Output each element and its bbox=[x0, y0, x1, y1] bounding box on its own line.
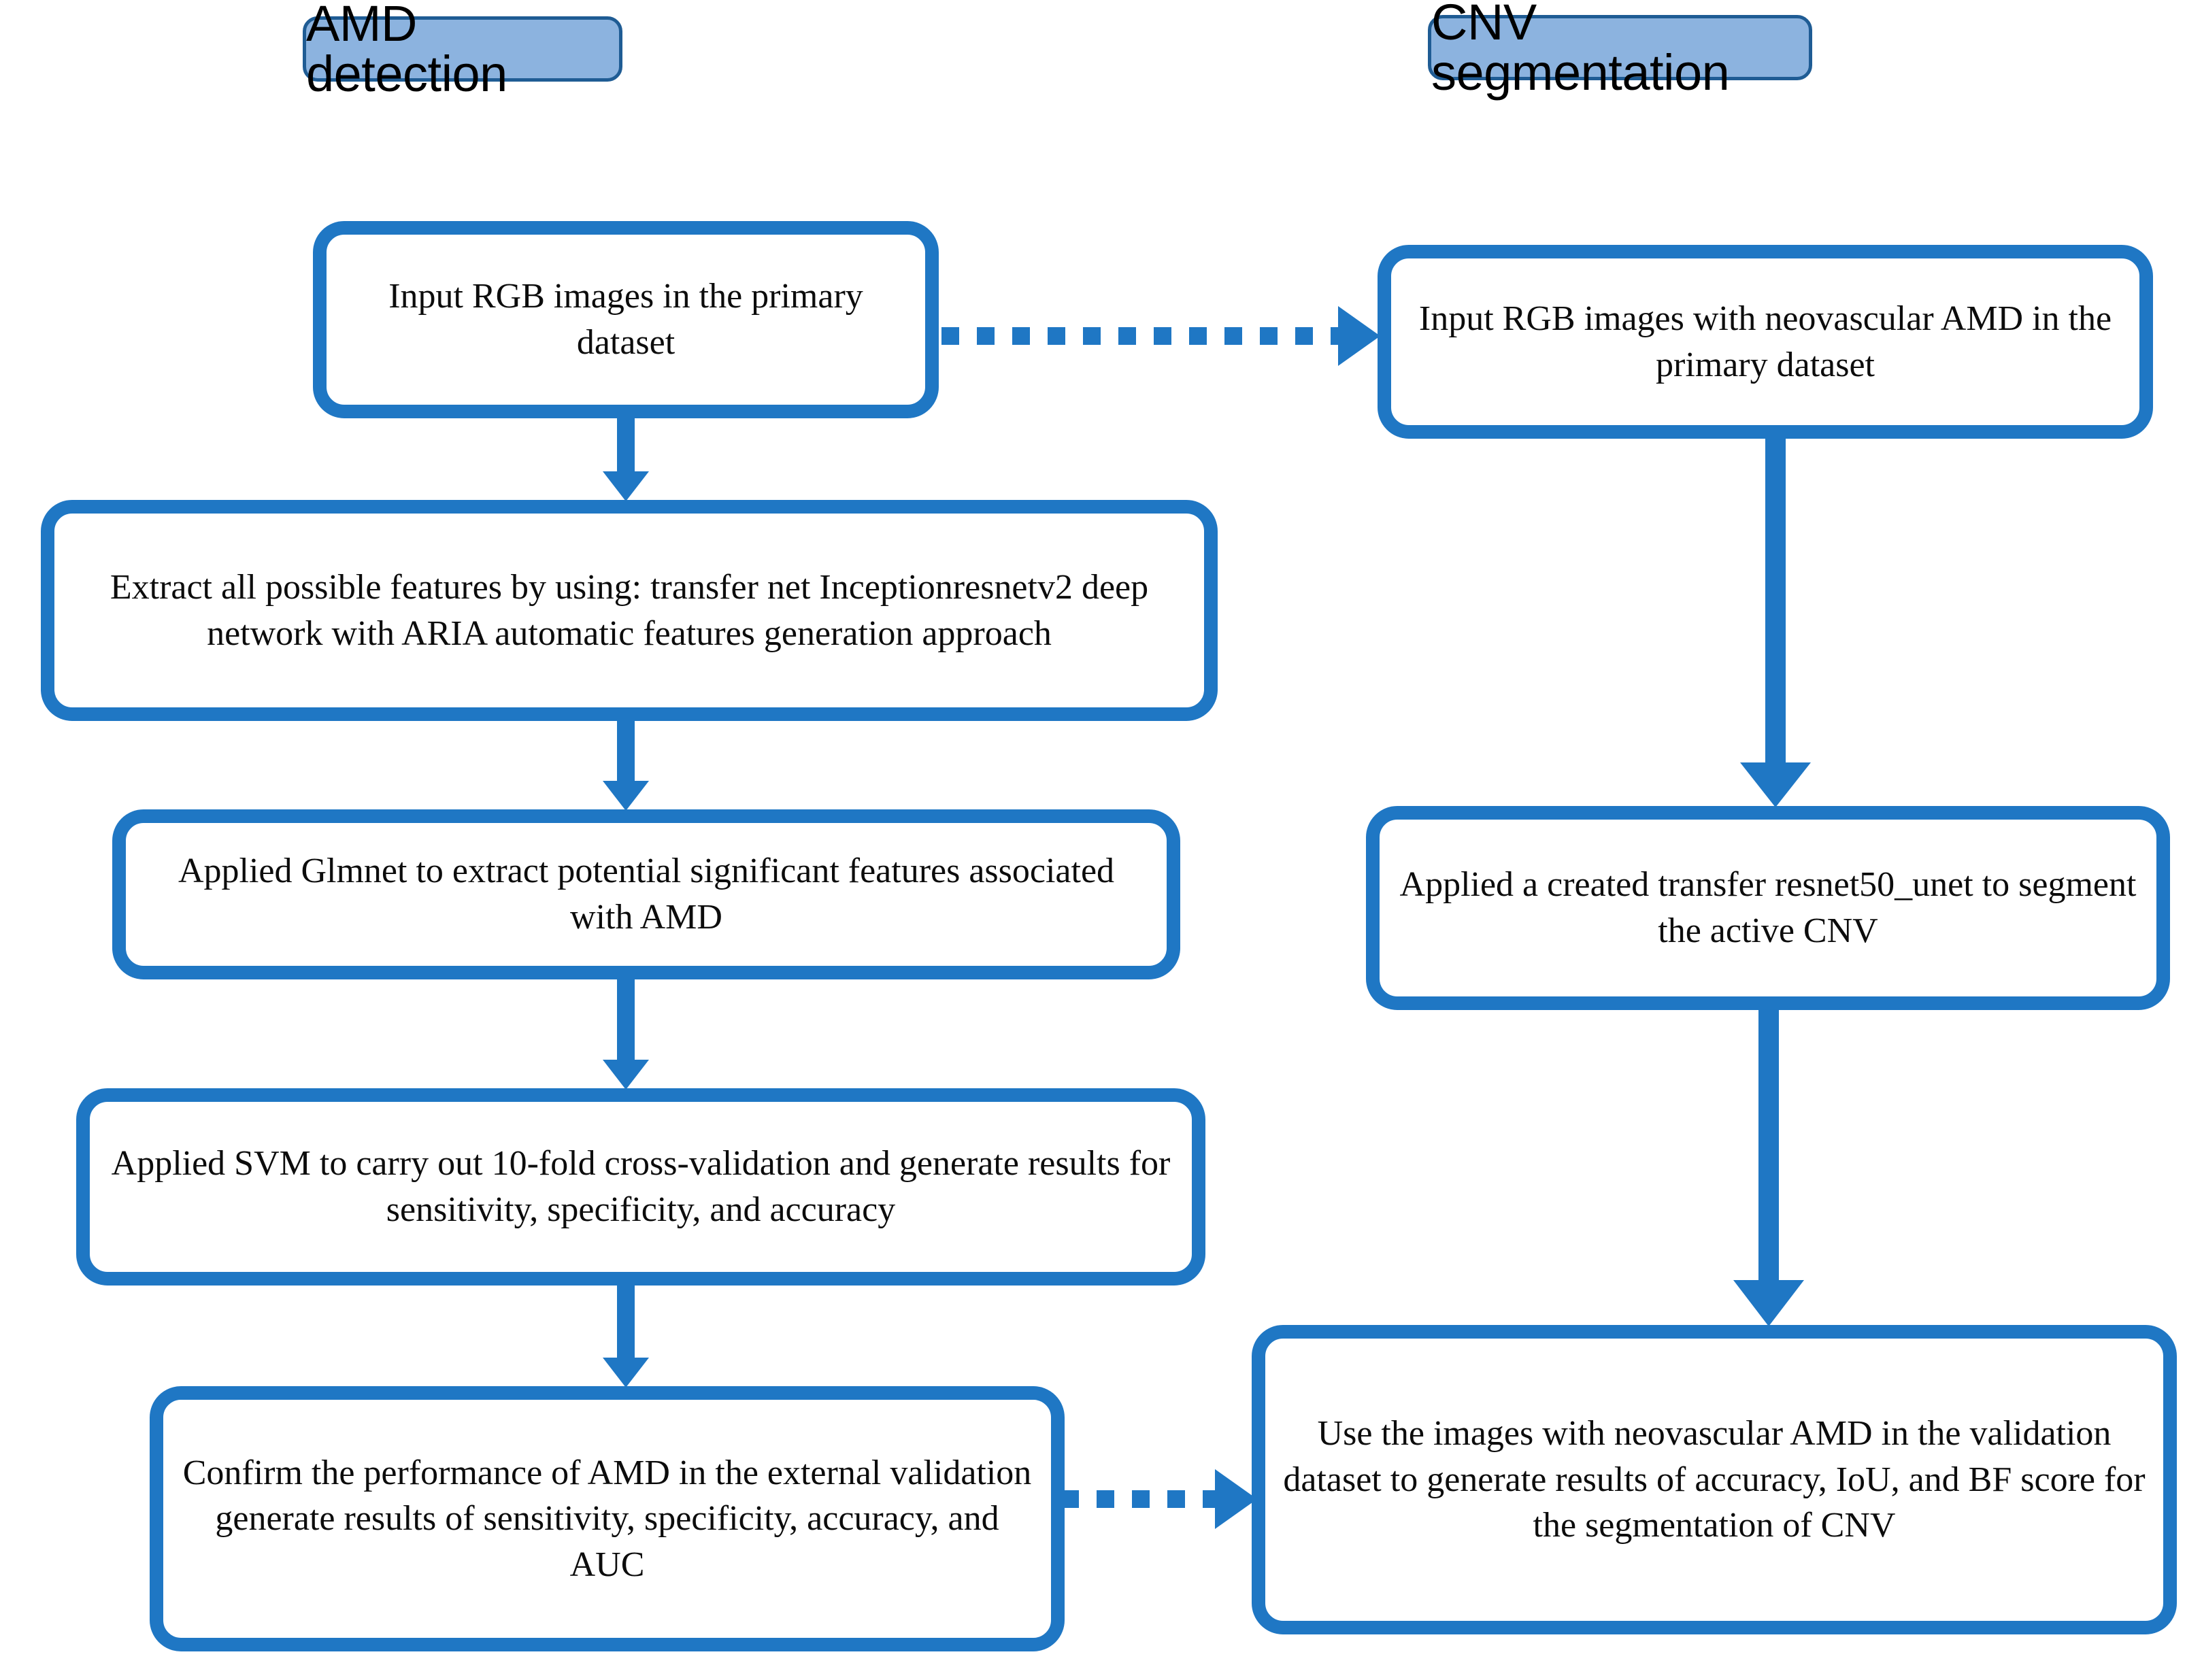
arrow-l3-to-l4 bbox=[599, 979, 653, 1090]
arrow-shaft bbox=[617, 418, 635, 474]
arrow-l2-to-l3 bbox=[599, 721, 653, 811]
arrow-head-down-icon bbox=[603, 1060, 649, 1090]
node-applied-glmnet-label: Applied Glmnet to extract potential sign… bbox=[178, 852, 1115, 937]
node-input-rgb-primary-dataset[interactable]: Input RGB images in the primary dataset bbox=[313, 221, 939, 418]
column-header-cnv-segmentation-label: CNV segmentation bbox=[1431, 0, 1730, 101]
node-confirm-performance[interactable]: Confirm the performance of AMD in the ex… bbox=[150, 1386, 1065, 1651]
arrow-shaft bbox=[617, 1286, 635, 1359]
arrow-l1-to-l2 bbox=[599, 418, 653, 501]
arrow-head-down-icon bbox=[1733, 1280, 1804, 1326]
node-applied-svm[interactable]: Applied SVM to carry out 10-fold cross-v… bbox=[76, 1088, 1205, 1286]
node-input-rgb-neovascular-amd-label: Input RGB images with neovascular AMD in… bbox=[1418, 299, 2112, 384]
column-header-amd-detection-label: AMD detection bbox=[306, 0, 507, 102]
node-applied-glmnet[interactable]: Applied Glmnet to extract potential sign… bbox=[112, 809, 1180, 979]
arrow-l5-to-r3-dashed bbox=[1061, 1469, 1257, 1529]
arrow-shaft bbox=[1765, 439, 1786, 764]
column-header-amd-detection: AMD detection bbox=[303, 0, 622, 99]
arrow-shaft bbox=[617, 721, 635, 782]
node-extract-features[interactable]: Extract all possible features by using: … bbox=[41, 500, 1218, 721]
arrow-l4-to-l5 bbox=[599, 1286, 653, 1388]
node-use-validation-images[interactable]: Use the images with neovascular AMD in t… bbox=[1252, 1325, 2177, 1634]
column-header-cnv-segmentation: CNV segmentation bbox=[1428, 0, 1812, 98]
arrow-shaft bbox=[1758, 1010, 1779, 1282]
arrow-dashes bbox=[941, 327, 1338, 345]
node-applied-resnet50-unet-label: Applied a created transfer resnet50_unet… bbox=[1399, 865, 2137, 950]
arrow-head-down-icon bbox=[603, 781, 649, 811]
node-applied-resnet50-unet[interactable]: Applied a created transfer resnet50_unet… bbox=[1366, 806, 2170, 1010]
arrow-r2-to-r3 bbox=[1731, 1010, 1806, 1326]
node-use-validation-images-label: Use the images with neovascular AMD in t… bbox=[1283, 1414, 2146, 1545]
arrow-head-right-icon bbox=[1338, 306, 1380, 366]
node-extract-features-label: Extract all possible features by using: … bbox=[110, 567, 1149, 653]
node-input-rgb-primary-dataset-label: Input RGB images in the primary dataset bbox=[388, 277, 863, 362]
arrow-head-down-icon bbox=[603, 1358, 649, 1388]
node-confirm-performance-label: Confirm the performance of AMD in the ex… bbox=[182, 1453, 1032, 1584]
arrow-r1-to-r2 bbox=[1738, 439, 1813, 807]
arrow-dashes bbox=[1061, 1490, 1215, 1508]
arrow-head-right-icon bbox=[1215, 1469, 1257, 1529]
arrow-l1-to-r1-dashed bbox=[941, 306, 1380, 366]
arrow-head-down-icon bbox=[603, 471, 649, 501]
node-input-rgb-neovascular-amd[interactable]: Input RGB images with neovascular AMD in… bbox=[1378, 245, 2153, 439]
arrow-head-down-icon bbox=[1740, 762, 1811, 807]
arrow-shaft bbox=[617, 979, 635, 1061]
node-applied-svm-label: Applied SVM to carry out 10-fold cross-v… bbox=[111, 1144, 1171, 1229]
